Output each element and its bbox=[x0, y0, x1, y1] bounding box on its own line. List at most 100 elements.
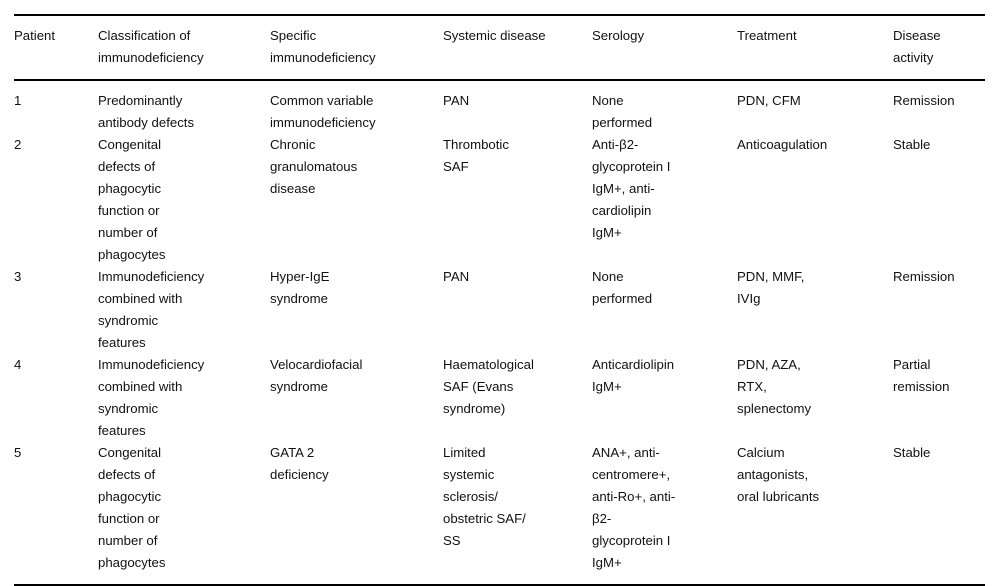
cell-line: 2 bbox=[14, 137, 22, 152]
table-cell-systemic: PAN bbox=[443, 266, 592, 354]
table-cell-specific: GATA 2 deficiency bbox=[270, 442, 443, 586]
column-header-line: activity bbox=[893, 50, 934, 65]
table-cell-activity: Remission bbox=[893, 80, 985, 134]
table-cell-specific: Chronic granulomatous disease bbox=[270, 134, 443, 266]
cell-line: Chronic bbox=[270, 137, 316, 152]
cell-line: IVIg bbox=[737, 291, 761, 306]
cell-line: Stable bbox=[893, 137, 931, 152]
cell-line: granulomatous bbox=[270, 159, 358, 174]
cell-line: sclerosis/ bbox=[443, 489, 498, 504]
column-header-systemic-disease: Systemic disease bbox=[443, 14, 592, 81]
column-header-treatment: Treatment bbox=[737, 14, 893, 81]
cell-line: antibody defects bbox=[98, 115, 195, 130]
cell-line: combined with bbox=[98, 291, 183, 306]
table-cell-specific: Common variable immunodeficiency bbox=[270, 80, 443, 134]
cell-line: Congenital bbox=[98, 445, 162, 460]
cell-line: RTX, bbox=[737, 379, 767, 394]
cell-line: Stable bbox=[893, 445, 931, 460]
column-header-line: Specific bbox=[270, 28, 317, 43]
cell-line: number of bbox=[98, 225, 158, 240]
cell-line: glycoprotein I bbox=[592, 159, 671, 174]
cell-line: obstetric SAF/ bbox=[443, 511, 526, 526]
column-header-line: immunodeficiency bbox=[270, 50, 376, 65]
cell-line: immunodeficiency bbox=[270, 115, 376, 130]
table-cell-activity: Stable bbox=[893, 134, 985, 266]
cell-line: Immunodeficiency bbox=[98, 357, 205, 372]
cell-line: Haematological bbox=[443, 357, 534, 372]
column-header-line: Patient bbox=[14, 28, 56, 43]
cell-line: Common variable bbox=[270, 93, 374, 108]
cell-line: centromere+, bbox=[592, 467, 671, 482]
column-header-line: immunodeficiency bbox=[98, 50, 204, 65]
cell-line: 5 bbox=[14, 445, 22, 460]
cell-line: None bbox=[592, 93, 624, 108]
cell-line: IgM+ bbox=[592, 225, 622, 240]
cell-line: antagonists, bbox=[737, 467, 809, 482]
cell-line: PDN, CFM bbox=[737, 93, 801, 108]
cell-line: 4 bbox=[14, 357, 22, 372]
column-header-patient: Patient bbox=[14, 14, 98, 81]
cell-line: phagocytes bbox=[98, 555, 166, 570]
column-header-line: Disease bbox=[893, 28, 941, 43]
cell-line: combined with bbox=[98, 379, 183, 394]
table-cell-class: Predominantly antibody defects bbox=[98, 80, 270, 134]
table-cell-treatment: PDN, AZA,RTX,splenectomy bbox=[737, 354, 893, 442]
column-header-specific: Specific immunodeficiency bbox=[270, 14, 443, 81]
cell-line: syndrome bbox=[270, 291, 328, 306]
cell-line: IgM+ bbox=[592, 379, 622, 394]
cell-line: phagocytes bbox=[98, 247, 166, 262]
table-cell-activity: Remission bbox=[893, 266, 985, 354]
cell-line: deficiency bbox=[270, 467, 329, 482]
cell-line: IgM+ bbox=[592, 555, 622, 570]
cell-line: systemic bbox=[443, 467, 495, 482]
cell-line: disease bbox=[270, 181, 316, 196]
column-header-disease-activity: Disease activity bbox=[893, 14, 985, 81]
cell-line: Predominantly bbox=[98, 93, 183, 108]
cell-line: function or bbox=[98, 511, 160, 526]
cell-line: Calcium bbox=[737, 445, 785, 460]
cell-line: PAN bbox=[443, 93, 470, 108]
cell-line: number of bbox=[98, 533, 158, 548]
table-cell-patient: 5 bbox=[14, 442, 98, 586]
table-cell-activity: Stable bbox=[893, 442, 985, 586]
cell-line: features bbox=[98, 423, 146, 438]
cell-line: 1 bbox=[14, 93, 22, 108]
column-header-serology: Serology bbox=[592, 14, 737, 81]
cell-line: β2- bbox=[592, 511, 612, 526]
cell-line: phagocytic bbox=[98, 181, 162, 196]
cell-line: splenectomy bbox=[737, 401, 812, 416]
cell-line: IgM+, anti- bbox=[592, 181, 655, 196]
cell-line: Remission bbox=[893, 93, 955, 108]
cell-line: defects of bbox=[98, 159, 156, 174]
cell-line: Limited bbox=[443, 445, 486, 460]
cell-line: SAF (Evans bbox=[443, 379, 514, 394]
table-cell-serology: None performed bbox=[592, 80, 737, 134]
cell-line: performed bbox=[592, 115, 653, 130]
table-cell-treatment: PDN, MMF,IVIg bbox=[737, 266, 893, 354]
cell-line: Anticoagulation bbox=[737, 137, 828, 152]
cell-line: SAF bbox=[443, 159, 469, 174]
table-body: 1 Predominantly antibody defects Common var… bbox=[14, 80, 985, 586]
cell-line: Partial bbox=[893, 357, 931, 372]
cell-line: features bbox=[98, 335, 146, 350]
cell-line: PAN bbox=[443, 269, 470, 284]
cell-line: Velocardiofacial bbox=[270, 357, 363, 372]
cell-line: remission bbox=[893, 379, 950, 394]
cell-line: GATA 2 bbox=[270, 445, 315, 460]
table-cell-serology: ANA+, anti-centromere+,anti-Ro+, anti-β2… bbox=[592, 442, 737, 586]
